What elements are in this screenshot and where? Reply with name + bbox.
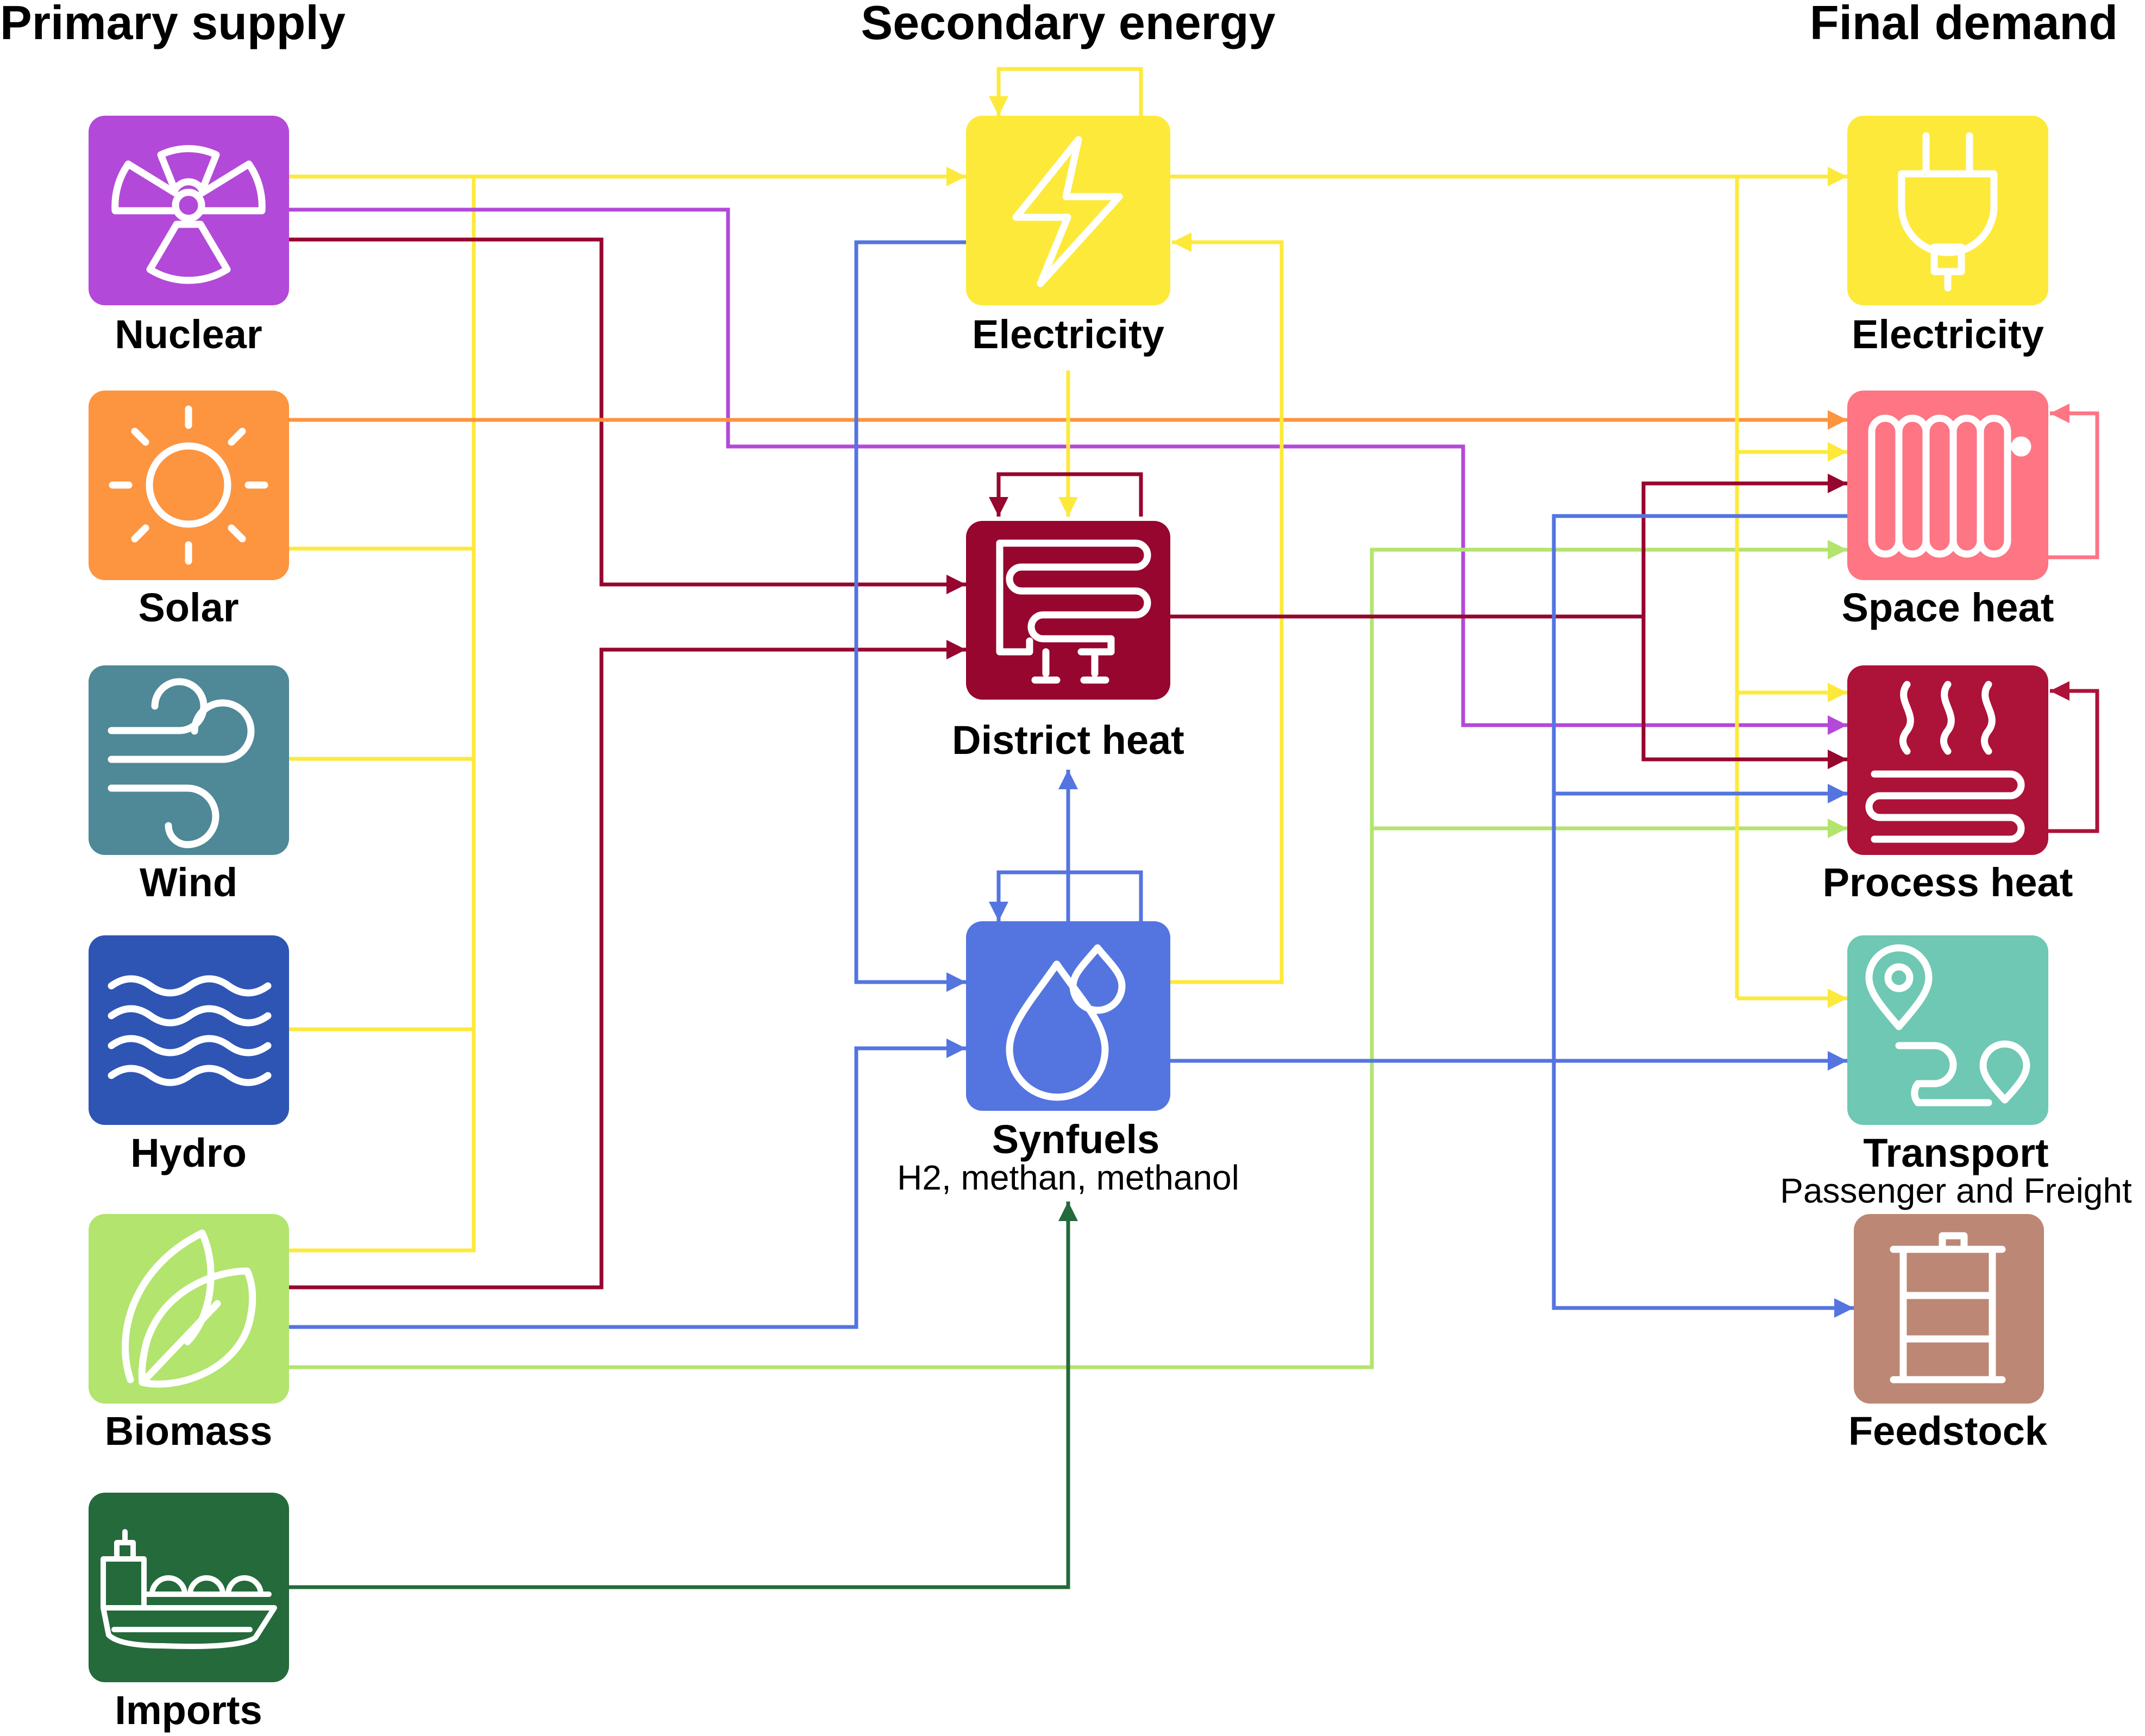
feedstock-tile [1854, 1214, 2044, 1404]
wind-label: Wind [140, 860, 237, 905]
flow-district-heat-to-space-heat [1641, 474, 1847, 617]
route-pin-icon [1865, 944, 2030, 1106]
wind-icon [108, 678, 255, 848]
heading-primary-supply: Primary supply [0, 0, 346, 49]
node-imports[interactable]: Imports [89, 1493, 289, 1733]
node-biomass[interactable]: Biomass [89, 1214, 289, 1454]
heading-final-demand: Final demand [1810, 0, 2118, 49]
node-process-heat[interactable]: Process heat [1823, 665, 2073, 905]
plug-icon [1898, 132, 1998, 292]
flow-lines [289, 67, 2099, 1589]
flow-synfuels-to-electricity [1170, 232, 1284, 984]
node-transport[interactable]: Transport Passenger and Freight [1780, 935, 2132, 1210]
transport-label: Transport [1863, 1130, 2048, 1175]
flow-synfuels-to-space-heat [1552, 514, 1854, 1318]
biomass-tile [89, 1214, 289, 1404]
node-solar[interactable]: Solar [89, 391, 289, 630]
solar-label: Solar [138, 585, 239, 630]
feedstock-label: Feedstock [1848, 1408, 2048, 1454]
node-feedstock[interactable]: Feedstock [1848, 1214, 2048, 1454]
space-heat-label: Space heat [1842, 585, 2054, 630]
sun-icon [109, 405, 268, 565]
flow-biomass-to-space-heat [289, 540, 1847, 1369]
flow-district-heat-to-process-heat [1641, 617, 1847, 769]
flow-electricity-to-synfuels [854, 240, 966, 992]
flow-space-heat-self-loop [2048, 404, 2099, 559]
radiator-icon [1868, 414, 2031, 558]
biomass-label: Biomass [105, 1408, 272, 1454]
node-synfuels[interactable]: Synfuels H2, methan, methanol [897, 921, 1239, 1197]
imports-label: Imports [115, 1688, 262, 1733]
final-electricity-tile [1847, 116, 2048, 305]
node-space-heat[interactable]: Space heat [1842, 391, 2054, 630]
secondary-electricity-tile [966, 116, 1170, 305]
tanker-ship-icon [101, 1529, 277, 1649]
heating-coil-icon [996, 539, 1151, 684]
flow-biomass-to-synfuels [289, 1039, 966, 1329]
node-hydro[interactable]: Hydro [89, 935, 289, 1175]
lightning-icon [1012, 136, 1123, 287]
flow-renewables-to-electricity-bus [289, 174, 476, 1253]
waves-icon [108, 975, 272, 1086]
droplets-icon [1006, 944, 1126, 1101]
radiation-icon [111, 145, 266, 284]
node-secondary-electricity[interactable]: Electricity [966, 116, 1170, 357]
flow-process-heat-self-loop [2048, 681, 2099, 833]
node-wind[interactable]: Wind [89, 665, 289, 905]
transport-sublabel: Passenger and Freight [1780, 1171, 2132, 1210]
flow-biomass-to-district-heat [289, 640, 966, 1290]
nuclear-label: Nuclear [115, 312, 262, 357]
final-electricity-label: Electricity [1852, 312, 2044, 357]
node-nuclear[interactable]: Nuclear [89, 116, 289, 357]
hydro-tile [89, 935, 289, 1125]
transport-tile [1847, 935, 2048, 1125]
heading-secondary-energy: Secondary energy [861, 0, 1276, 49]
flow-imports-to-synfuels [289, 1202, 1078, 1589]
synfuels-sublabel: H2, methan, methanol [897, 1158, 1239, 1197]
flow-nuclear-to-process-heat [289, 207, 1847, 735]
synfuels-label: Synfuels [992, 1117, 1159, 1162]
flow-district-heat-self-loop [989, 472, 1143, 517]
node-final-electricity[interactable]: Electricity [1847, 116, 2048, 357]
flow-electricity-self-loop [989, 67, 1143, 116]
process-heat-tile [1847, 665, 2048, 855]
node-district-heat[interactable]: District heat [952, 521, 1184, 763]
steam-heat-icon [1865, 681, 2025, 843]
nuclear-tile [89, 116, 289, 305]
secondary-electricity-label: Electricity [972, 312, 1164, 357]
hydro-label: Hydro [130, 1130, 247, 1175]
flow-nuclear-to-district-heat [289, 237, 966, 594]
leaf-icon [121, 1229, 256, 1388]
barrel-icon [1890, 1232, 2006, 1383]
synfuels-tile [966, 921, 1170, 1111]
district-heat-label: District heat [952, 718, 1184, 763]
process-heat-label: Process heat [1823, 860, 2073, 905]
